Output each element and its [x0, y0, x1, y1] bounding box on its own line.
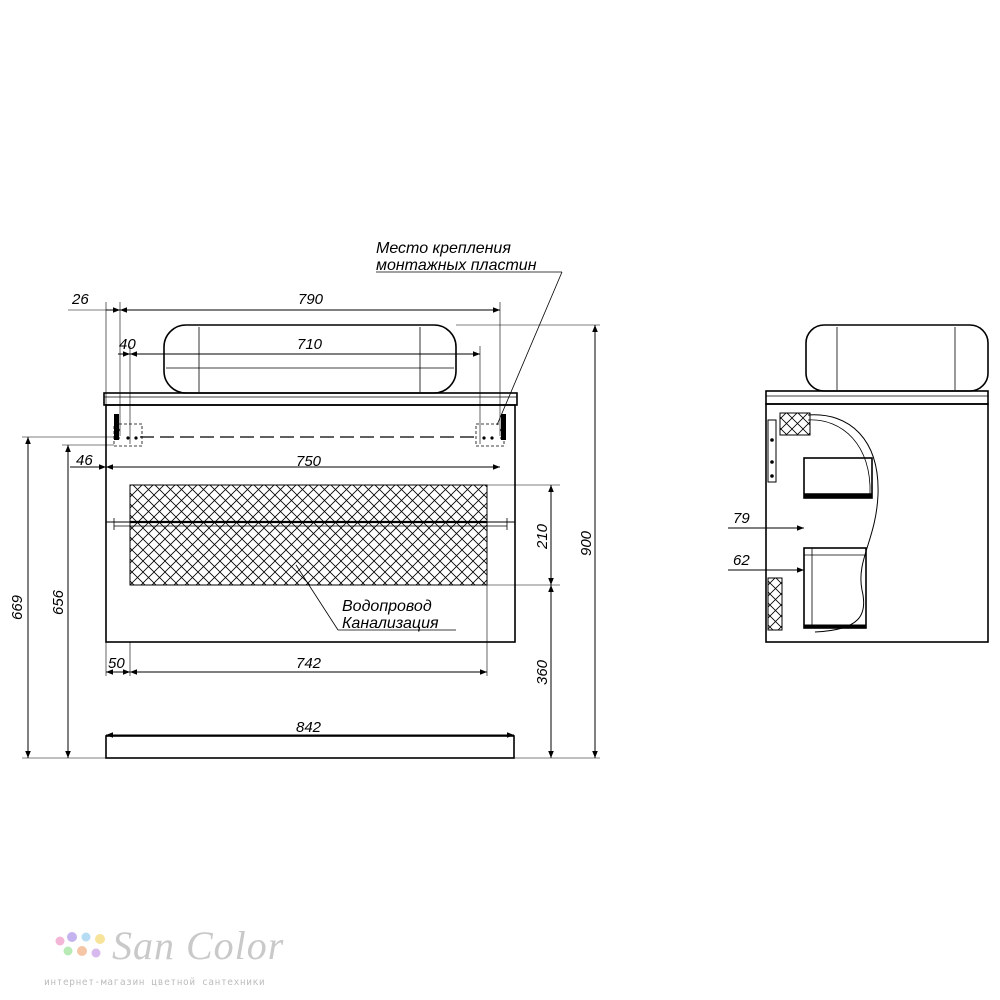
dim-742: 742 [296, 655, 322, 672]
dim-669: 669 [9, 594, 26, 620]
side-cabinet-body [765, 403, 989, 643]
mount-note-line2: монтажных пластин [376, 257, 537, 274]
leader-lines [295, 271, 563, 631]
dim-656: 656 [50, 589, 67, 615]
dim-50: 50 [108, 655, 125, 672]
logo-tagline: интернет-магазин цветной сантехники [44, 977, 266, 988]
logo-dot [95, 934, 105, 944]
side-countertop [765, 390, 989, 405]
logo-dot [77, 946, 87, 956]
dim-790: 790 [298, 291, 324, 308]
sancolor-logo-dots [55, 932, 105, 958]
dim-62: 62 [733, 552, 750, 569]
utility-note-line2: Канализация [342, 615, 439, 632]
side-basin [805, 324, 989, 392]
extension-lines [22, 302, 600, 759]
mount-note-line1: Место крепления [376, 240, 511, 257]
sancolor-logo-wordmark: San Color [112, 923, 285, 968]
front-view: 26 790 40 710 46 750 50 742 842 210 360 … [9, 240, 600, 759]
dim-210: 210 [534, 523, 551, 550]
logo-dot [55, 936, 65, 946]
logo-dot [91, 948, 101, 958]
floor-base-plate [105, 735, 515, 759]
mounting-plate-right [475, 414, 506, 447]
dim-710: 710 [297, 336, 323, 353]
siphon-curve [807, 414, 879, 633]
countertop [103, 392, 518, 406]
logo-dot [67, 932, 77, 942]
dim-842: 842 [296, 719, 322, 736]
mounting-plate-left [113, 414, 143, 447]
dim-360: 360 [534, 659, 551, 685]
utility-note-line1: Водопровод [342, 598, 432, 615]
dim-40: 40 [119, 336, 136, 353]
dimension-lines [25, 307, 598, 758]
utility-zone-hatch [129, 484, 488, 586]
dim-26: 26 [71, 291, 89, 308]
dim-750: 750 [296, 453, 322, 470]
dim-79: 79 [733, 510, 750, 527]
side-view: 79 62 [728, 324, 989, 643]
logo-dot [81, 932, 91, 942]
logo-dot [63, 946, 73, 956]
dim-46: 46 [76, 452, 93, 469]
dim-900: 900 [578, 530, 595, 556]
